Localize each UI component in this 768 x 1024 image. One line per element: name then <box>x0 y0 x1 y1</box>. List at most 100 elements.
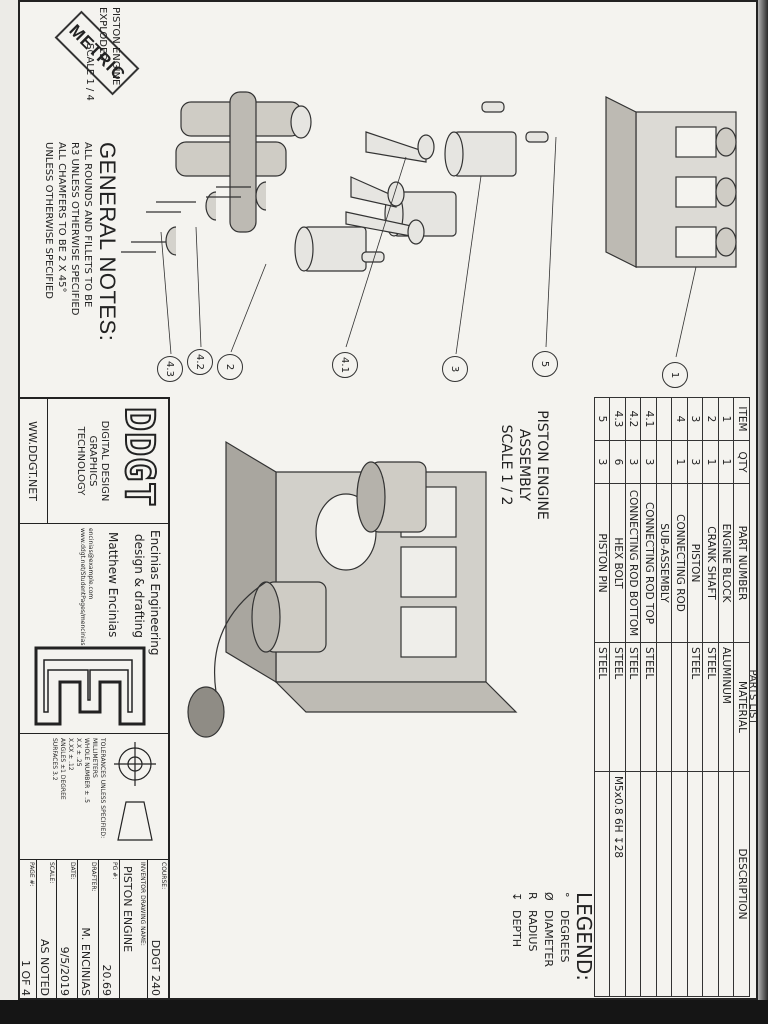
legend-label: DEGREES <box>558 910 571 963</box>
parts-cell-description <box>625 771 641 997</box>
parts-cell-item <box>656 397 672 441</box>
photo-background-strip <box>0 1000 768 1024</box>
parts-cell-item: 2 <box>703 397 719 441</box>
parts-cell-material <box>672 642 688 772</box>
field-course: COURSE: DDGT 240 <box>148 860 168 1000</box>
school-cell: DDGT DIGITAL DESIGN GRAPHICS TECHNOLOGY … <box>18 399 168 524</box>
legend-label: DIAMETER <box>542 910 555 967</box>
general-note-line: ALL CHAMFERS TO BE 2 X 45° <box>56 142 67 293</box>
assembly-view-artwork <box>187 440 518 738</box>
field-scale: SCALE: AS NOTED <box>37 860 57 1000</box>
company-cell: Encinias Engineering design & drafting M… <box>18 524 168 734</box>
school-line: TECHNOLOGY <box>75 426 86 496</box>
school-url: WW.DDGT.NET <box>26 399 48 523</box>
callout-3: 3 <box>442 356 468 382</box>
parts-cell-description <box>672 771 688 997</box>
parts-cell-qty: 3 <box>687 440 703 484</box>
engine-block-part <box>605 96 737 268</box>
school-line: DIGITAL DESIGN <box>99 420 110 502</box>
sheet-shadow-edge <box>756 0 768 1024</box>
connecting-rod-parts <box>345 131 435 245</box>
parts-cell-description: M5x0.8 6H ↧28 <box>610 771 626 997</box>
parts-cell-part-number: ENGINE BLOCK <box>718 483 734 643</box>
parts-list-header-row: ITEM QTY PART NUMBER MATERIAL DESCRIPTIO… <box>734 397 750 997</box>
parts-list-table: ITEM QTY PART NUMBER MATERIAL DESCRIPTIO… <box>594 397 750 997</box>
parts-cell-qty: 1 <box>672 440 688 484</box>
exploded-view-artwork <box>121 91 737 358</box>
company-name: Encinias Engineering <box>148 530 162 656</box>
title-block: DDGT DIGITAL DESIGN GRAPHICS TECHNOLOGY … <box>18 397 170 1000</box>
tolerance-line: X.XX ± .12 <box>67 738 74 771</box>
field-label: SCALE: <box>48 862 55 884</box>
parts-header-item: ITEM <box>734 397 750 441</box>
legend-row-depth: ↧DEPTH <box>508 892 524 992</box>
general-note-line: ALL ROUNDS AND FILLETS TO BE <box>82 142 93 308</box>
parts-cell-material: STEEL <box>625 642 641 772</box>
general-notes-heading: GENERAL NOTES: <box>95 142 120 342</box>
projection-symbol-icon <box>114 742 156 841</box>
legend-label: DEPTH <box>510 910 523 948</box>
info-cell: COURSE: DDGT 240 INVENTOR DRAWING NAME: … <box>18 860 168 1000</box>
crank-shaft-part <box>175 91 312 233</box>
legend-heading: LEGEND: <box>572 892 596 982</box>
drawing-sheet: METRIC <box>18 0 758 1000</box>
field-drafter: DRAFTER: M. ENCINIAS <box>78 860 99 1000</box>
parts-cell-qty: 6 <box>610 440 626 484</box>
field-drawing-name: INVENTOR DRAWING NAME: PISTON ENGINE <box>120 860 148 1000</box>
parts-cell-part-number: CONNECTING ROD TOP <box>641 483 657 643</box>
parts-cell-material: STEEL <box>610 642 626 772</box>
callout-leaders <box>160 136 697 358</box>
parts-cell-description <box>641 771 657 997</box>
tolerance-line: X.X ± .25 <box>75 738 82 767</box>
encinias-logo-icon <box>34 646 146 726</box>
parts-cell-qty: 3 <box>594 440 610 484</box>
general-notes: PISTON ENGINE EXPLODED SCALE 1 / 4 GENER… <box>42 7 121 387</box>
callout-4-3: 4.3 <box>157 356 183 382</box>
callout-1: 1 <box>662 362 688 388</box>
field-label: INVENTOR DRAWING NAME: <box>139 862 146 946</box>
parts-header-material: MATERIAL <box>734 642 750 772</box>
parts-cell-item: 3 <box>687 397 703 441</box>
parts-cell-qty: 1 <box>718 440 734 484</box>
rod-cap-and-bolt-parts <box>121 181 267 256</box>
parts-cell-qty <box>656 440 672 484</box>
parts-cell-qty: 1 <box>703 440 719 484</box>
company-tagline: design & drafting <box>132 534 146 638</box>
parts-cell-part-number: SUB-ASSEMBLY <box>656 483 672 643</box>
tolerance-line: MILLIMETERS <box>91 738 98 778</box>
callout-2: 2 <box>217 354 243 380</box>
callout-4-1: 4.1 <box>332 352 358 378</box>
field-value: AS NOTED <box>38 938 51 996</box>
diameter-symbol-icon: Ø <box>542 892 555 901</box>
tolerances-title: TOLERANCES UNLESS SPECIFIED: <box>99 738 106 839</box>
parts-cell-material <box>656 642 672 772</box>
parts-cell-item: 1 <box>718 397 734 441</box>
parts-header-qty: QTY <box>734 440 750 484</box>
parts-cell-description <box>594 771 610 997</box>
parts-cell-part-number: CONNECTING ROD BOTTOM <box>625 483 641 643</box>
general-note-line: R3 UNLESS OTHERWISE SPECIFIED <box>69 142 80 316</box>
piston-pin-parts <box>361 101 549 263</box>
parts-cell-item: 5 <box>594 397 610 441</box>
parts-cell-part-number: CRANK SHAFT <box>703 483 719 643</box>
field-label: PAGE #: <box>28 862 35 887</box>
legend-row-diameter: Ø DIAMETER <box>540 892 556 992</box>
exploded-view-name: PISTON ENGINE EXPLODED <box>97 7 121 86</box>
field-value: M. ENCINIAS <box>79 927 92 996</box>
parts-cell-description <box>718 771 734 997</box>
parts-cell-item: 4.3 <box>610 397 626 441</box>
parts-cell-description <box>703 771 719 997</box>
parts-cell-material: ALUMINUM <box>718 642 734 772</box>
parts-cell-material: STEEL <box>687 642 703 772</box>
tolerances: TOLERANCES UNLESS SPECIFIED: MILLIMETERS… <box>50 738 106 856</box>
contact-url: www.ddgt.net/StudentPages/mencinias <box>79 528 86 646</box>
parts-cell-item: 4.1 <box>641 397 657 441</box>
parts-cell-description <box>687 771 703 997</box>
field-label: DATE: <box>69 862 76 880</box>
